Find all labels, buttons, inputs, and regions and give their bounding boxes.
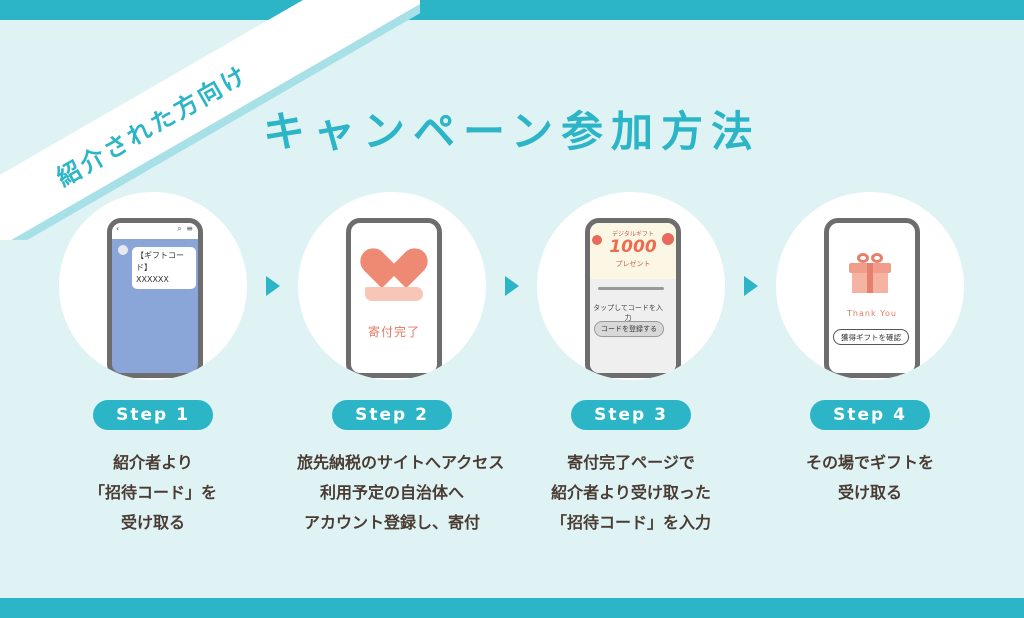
step-4-illustration: Thank You 獲得ギフトを確認 (776, 192, 964, 380)
tap-instruction: タップしてコードを入力 (593, 304, 663, 322)
step-1-description: 紹介者より 「招待コード」を 受け取る (88, 453, 217, 532)
step-3-description: 寄付完了ページで 紹介者より受け取った 「招待コード」を入力 (550, 453, 711, 532)
step-3-label: Step 3 (571, 400, 691, 430)
heart-yen-icon: ¥ (354, 241, 434, 289)
avatar (118, 245, 128, 255)
gift-icon (849, 253, 891, 293)
bottom-bar (0, 598, 1024, 618)
chat-bubble: 【ギフトコード】 XXXXXX (132, 247, 196, 289)
phone-gift: Thank You 獲得ギフトを確認 (824, 218, 920, 378)
phone-code-entry: デジタルギフト 1000 プレゼント タップしてコードを入力 コードを登録する (585, 218, 681, 378)
chevron-right-icon (266, 276, 280, 296)
step-1: ‹ ⌕ ≡ 【ギフトコード】 XXXXXX Step 1 紹介者より 「招待コー… (58, 192, 248, 538)
donation-complete-text: 寄付完了 (367, 325, 420, 339)
step-1-label: Step 1 (93, 400, 213, 430)
phone-donation: ¥ 寄付完了 (346, 218, 442, 378)
step-4: Thank You 獲得ギフトを確認 Step 4 その場でギフトを 受け取る (775, 192, 965, 508)
chevron-right-icon (744, 276, 758, 296)
top-bar (0, 0, 1024, 20)
thank-you-text: Thank You (847, 309, 897, 318)
step-2-illustration: ¥ 寄付完了 (298, 192, 486, 380)
divider (598, 287, 664, 290)
page-title: キャンペーン参加方法 (263, 107, 761, 156)
check-gift-button[interactable]: 獲得ギフトを確認 (833, 329, 909, 345)
step-4-label: Step 4 (810, 400, 930, 430)
step-3-illustration: デジタルギフト 1000 プレゼント タップしてコードを入力 コードを登録する (537, 192, 725, 380)
step-1-illustration: ‹ ⌕ ≡ 【ギフトコード】 XXXXXX (59, 192, 247, 380)
step-2-label: Step 2 (332, 400, 452, 430)
menu-icons: ⌕ ≡ (177, 224, 194, 233)
back-icon: ‹ (116, 224, 120, 233)
register-code-button[interactable]: コードを登録する (594, 321, 664, 337)
gift-banner: デジタルギフト 1000 プレゼント (590, 223, 676, 279)
step-4-description: その場でギフトを 受け取る (805, 453, 934, 502)
step-3: デジタルギフト 1000 プレゼント タップしてコードを入力 コードを登録する … (536, 192, 726, 538)
step-2-description: 旅先納税のサイトへアクセス 利用予定の自治体へ アカウント登録し、寄付 (297, 453, 505, 532)
chevron-right-icon (505, 276, 519, 296)
phone-chat: ‹ ⌕ ≡ 【ギフトコード】 XXXXXX (107, 218, 203, 378)
hand-icon (365, 287, 423, 301)
step-2: ¥ 寄付完了 Step 2 旅先納税のサイトへアクセス 利用予定の自治体へ アカ… (297, 192, 505, 538)
